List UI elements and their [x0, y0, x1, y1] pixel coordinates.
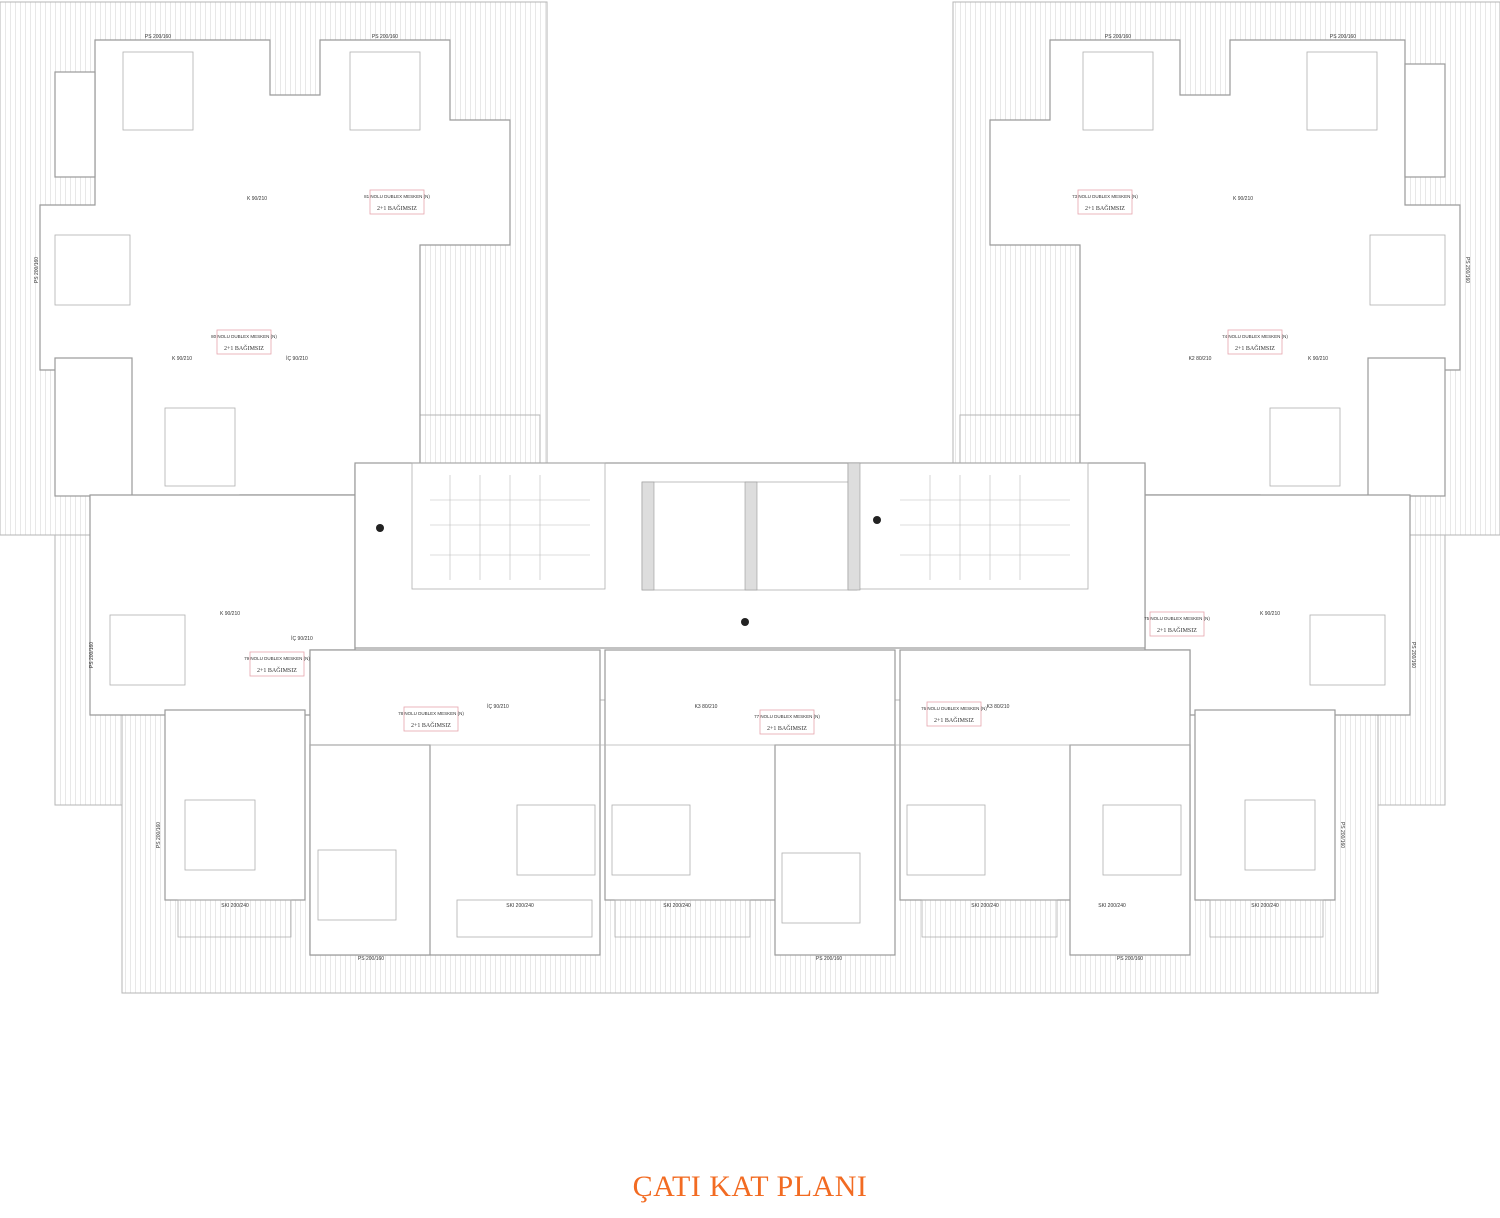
unit-type: 2+1 BAĞIMSIZ	[377, 204, 417, 212]
unit-type: 2+1 BAĞIMSIZ	[411, 721, 451, 729]
window-label: SKI 200/240	[221, 903, 249, 909]
unit-name: 79 NOLU DUBLEX MESKEN (N)	[244, 656, 310, 661]
unit-label: 73 NOLU DUBLEX MESKEN (N) 2+1 BAĞIMSIZ	[1072, 189, 1138, 215]
level-markers	[376, 516, 881, 626]
building-walls	[39, 39, 1461, 956]
door-label: İÇ 90/210	[286, 355, 308, 362]
window-label: SKI 200/240	[663, 903, 691, 909]
window-label: SKI 200/240	[506, 903, 534, 909]
window-label: SKI 200/240	[1098, 903, 1126, 909]
window-label: PS 200/160	[1117, 956, 1143, 962]
unit-type: 2+1 BAĞIMSIZ	[257, 666, 297, 674]
unit-label: 74 NOLU DUBLEX MESKEN (N) 2+1 BAĞIMSIZ	[1222, 329, 1288, 355]
door-label: K3 80/210	[987, 704, 1010, 710]
unit-type: 2+1 BAĞIMSIZ	[1085, 204, 1125, 212]
unit-label: 78 NOLU DUBLEX MESKEN (N) 2+1 BAĞIMSIZ	[398, 706, 464, 732]
unit-name: 73 NOLU DUBLEX MESKEN (N)	[1072, 194, 1138, 199]
window-label: PS 200/160	[1410, 642, 1416, 668]
window-label: SKI 200/240	[1251, 903, 1279, 909]
unit-name: 76 NOLU DUBLEX MESKEN (N)	[921, 706, 987, 711]
door-label: K3 80/210	[695, 704, 718, 710]
level-marker-icon	[376, 524, 384, 532]
door-label: K 90/210	[1233, 196, 1253, 202]
window-label: PS 200/160	[1330, 34, 1356, 40]
unit-type: 2+1 BAĞIMSIZ	[224, 344, 264, 352]
window-label: PS 200/160	[1464, 257, 1470, 283]
unit-label: 80 NOLU DUBLEX MESKEN (N) 2+1 BAĞIMSIZ	[211, 329, 277, 355]
unit-label: 81 NOLU DUBLEX MESKEN (N) 2+1 BAĞIMSIZ	[364, 189, 430, 215]
window-label: PS 200/160	[1105, 34, 1131, 40]
door-label: İÇ 90/210	[487, 703, 509, 710]
unit-label: 79 NOLU DUBLEX MESKEN (N) 2+1 BAĞIMSIZ	[244, 651, 310, 677]
level-marker-icon	[873, 516, 881, 524]
unit-name: 74 NOLU DUBLEX MESKEN (N)	[1222, 334, 1288, 339]
window-label: PS 200/160	[156, 822, 162, 848]
window-label: PS 200/160	[145, 34, 171, 40]
window-label: PS 200/160	[358, 956, 384, 962]
window-label: PS 200/160	[816, 956, 842, 962]
door-labels: K 90/210 K 90/210 K 90/210 K 90/210 K 90…	[172, 196, 1328, 710]
door-label: K2 80/210	[1189, 356, 1212, 362]
unit-type: 2+1 BAĞIMSIZ	[1157, 626, 1197, 634]
door-label: K 90/210	[172, 356, 192, 362]
door-label: K 90/210	[247, 196, 267, 202]
unit-name: 81 NOLU DUBLEX MESKEN (N)	[364, 194, 430, 199]
unit-type: 2+1 BAĞIMSIZ	[934, 716, 974, 724]
unit-label: 76 NOLU DUBLEX MESKEN (N) 2+1 BAĞIMSIZ	[921, 701, 987, 727]
door-label: K 90/210	[1260, 611, 1280, 617]
unit-type: 2+1 BAĞIMSIZ	[1235, 344, 1275, 352]
plan-title: ÇATI KAT PLANI	[632, 1170, 868, 1203]
window-label: PS 200/160	[1339, 822, 1345, 848]
window-labels: PS 200/160 PS 200/160 PS 200/160 PS 200/…	[34, 34, 1470, 962]
window-label: PS 200/160	[89, 642, 95, 668]
unit-type: 2+1 BAĞIMSIZ	[767, 724, 807, 732]
unit-label: 75 NOLU DUBLEX MESKEN (N) 2+1 BAĞIMSIZ	[1144, 611, 1210, 637]
unit-name: 78 NOLU DUBLEX MESKEN (N)	[398, 711, 464, 716]
door-label: K 90/210	[220, 611, 240, 617]
level-marker-icon	[741, 618, 749, 626]
unit-label: 77 NOLU DUBLEX MESKEN (N) 2+1 BAĞIMSIZ	[754, 709, 820, 735]
window-label: PS 200/160	[34, 257, 40, 283]
door-label: K 90/210	[1308, 356, 1328, 362]
window-label: SKI 200/240	[971, 903, 999, 909]
window-label: PS 200/160	[372, 34, 398, 40]
door-label: İÇ 90/210	[291, 635, 313, 642]
unit-name: 77 NOLU DUBLEX MESKEN (N)	[754, 714, 820, 719]
unit-name: 75 NOLU DUBLEX MESKEN (N)	[1144, 616, 1210, 621]
unit-name: 80 NOLU DUBLEX MESKEN (N)	[211, 334, 277, 339]
